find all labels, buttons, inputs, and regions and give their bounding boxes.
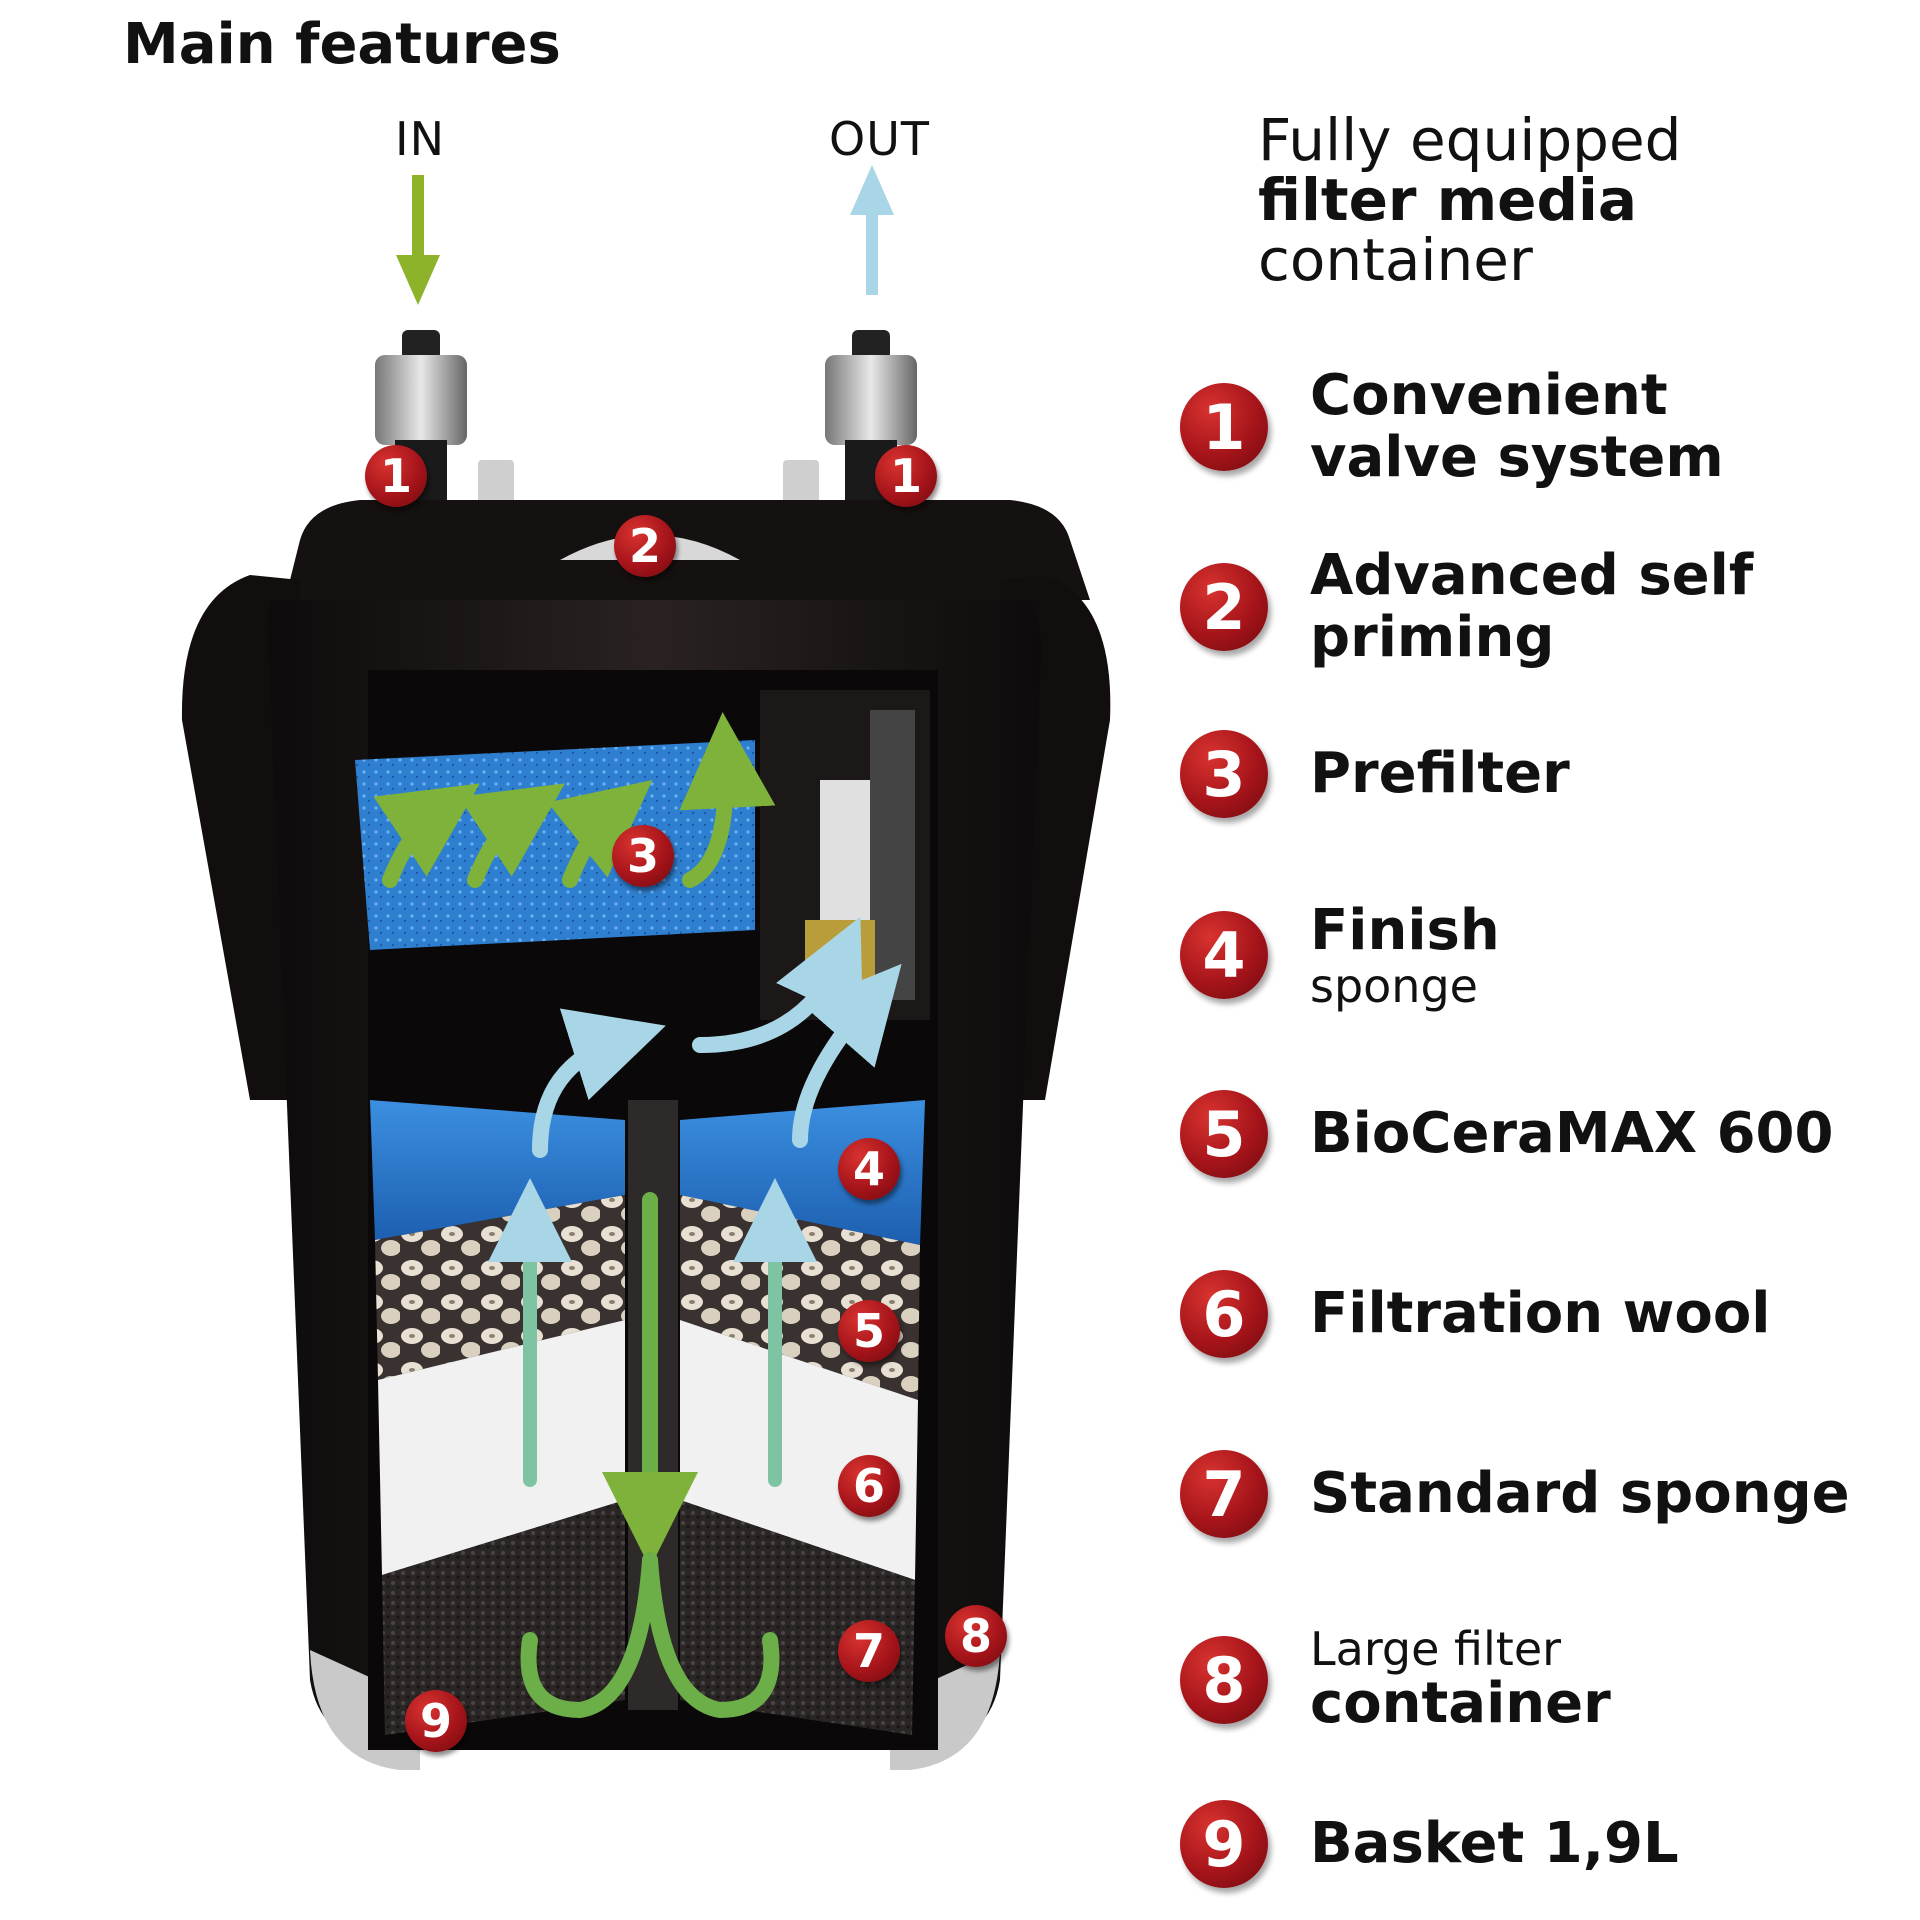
heading-line-1: Fully equipped bbox=[1258, 106, 1682, 174]
callout-badge-8: 8 bbox=[945, 1605, 1007, 1667]
feature-item-8: 8 Large filter container bbox=[1180, 1625, 1611, 1735]
feature-label: Prefilter bbox=[1310, 741, 1570, 806]
feature-item-2: 2 Advanced self priming bbox=[1180, 545, 1753, 669]
feature-number-badge: 8 bbox=[1180, 1636, 1268, 1724]
feature-item-7: 7 Standard sponge bbox=[1180, 1450, 1850, 1538]
feature-item-4: 4 Finish sponge bbox=[1180, 900, 1500, 1010]
callout-badge-1-in: 1 bbox=[365, 445, 427, 507]
feature-label: Standard sponge bbox=[1310, 1461, 1850, 1526]
callout-badge-6: 6 bbox=[838, 1455, 900, 1517]
feature-sublabel: sponge bbox=[1310, 959, 1478, 1013]
feature-label: Advanced self bbox=[1310, 543, 1754, 608]
callout-badge-9: 9 bbox=[405, 1690, 467, 1752]
feature-number-badge: 9 bbox=[1180, 1800, 1268, 1888]
feature-item-3: 3 Prefilter bbox=[1180, 730, 1570, 818]
feature-number-badge: 6 bbox=[1180, 1270, 1268, 1358]
feature-number-badge: 7 bbox=[1180, 1450, 1268, 1538]
feature-number-badge: 4 bbox=[1180, 911, 1268, 999]
heading-line-3: container bbox=[1258, 226, 1533, 294]
feature-number-badge: 1 bbox=[1180, 383, 1268, 471]
heading-line-2: filter media bbox=[1258, 166, 1638, 234]
callout-badge-4: 4 bbox=[838, 1138, 900, 1200]
feature-label: container bbox=[1310, 1671, 1611, 1736]
feature-item-1: 1 Convenient valve system bbox=[1180, 365, 1724, 489]
feature-label: priming bbox=[1310, 605, 1555, 670]
callout-badge-5: 5 bbox=[838, 1300, 900, 1362]
feature-label: BioCeraMAX 600 bbox=[1310, 1101, 1834, 1166]
feature-item-5: 5 BioCeraMAX 600 bbox=[1180, 1090, 1833, 1178]
callout-badge-3: 3 bbox=[612, 825, 674, 887]
feature-label: valve system bbox=[1310, 425, 1724, 490]
feature-item-6: 6 Filtration wool bbox=[1180, 1270, 1771, 1358]
out-arrow-icon bbox=[850, 165, 894, 295]
feature-number-badge: 5 bbox=[1180, 1090, 1268, 1178]
feature-label: Basket 1,9L bbox=[1310, 1811, 1679, 1876]
feature-prelabel: Large filter bbox=[1310, 1622, 1562, 1676]
features-heading: Fully equipped filter media container bbox=[1258, 110, 1681, 290]
in-arrow-icon bbox=[396, 175, 440, 305]
callout-badge-2: 2 bbox=[614, 515, 676, 577]
page-title: Main features bbox=[123, 12, 561, 77]
feature-label: Filtration wool bbox=[1310, 1281, 1771, 1346]
callout-badge-7: 7 bbox=[838, 1620, 900, 1682]
callout-badge-1-out: 1 bbox=[875, 445, 937, 507]
in-label: IN bbox=[395, 112, 445, 166]
out-label: OUT bbox=[829, 112, 930, 166]
feature-number-badge: 2 bbox=[1180, 563, 1268, 651]
feature-label: Convenient bbox=[1310, 363, 1668, 428]
feature-label: Finish bbox=[1310, 898, 1500, 963]
feature-number-badge: 3 bbox=[1180, 730, 1268, 818]
feature-item-9: 9 Basket 1,9L bbox=[1180, 1800, 1679, 1888]
